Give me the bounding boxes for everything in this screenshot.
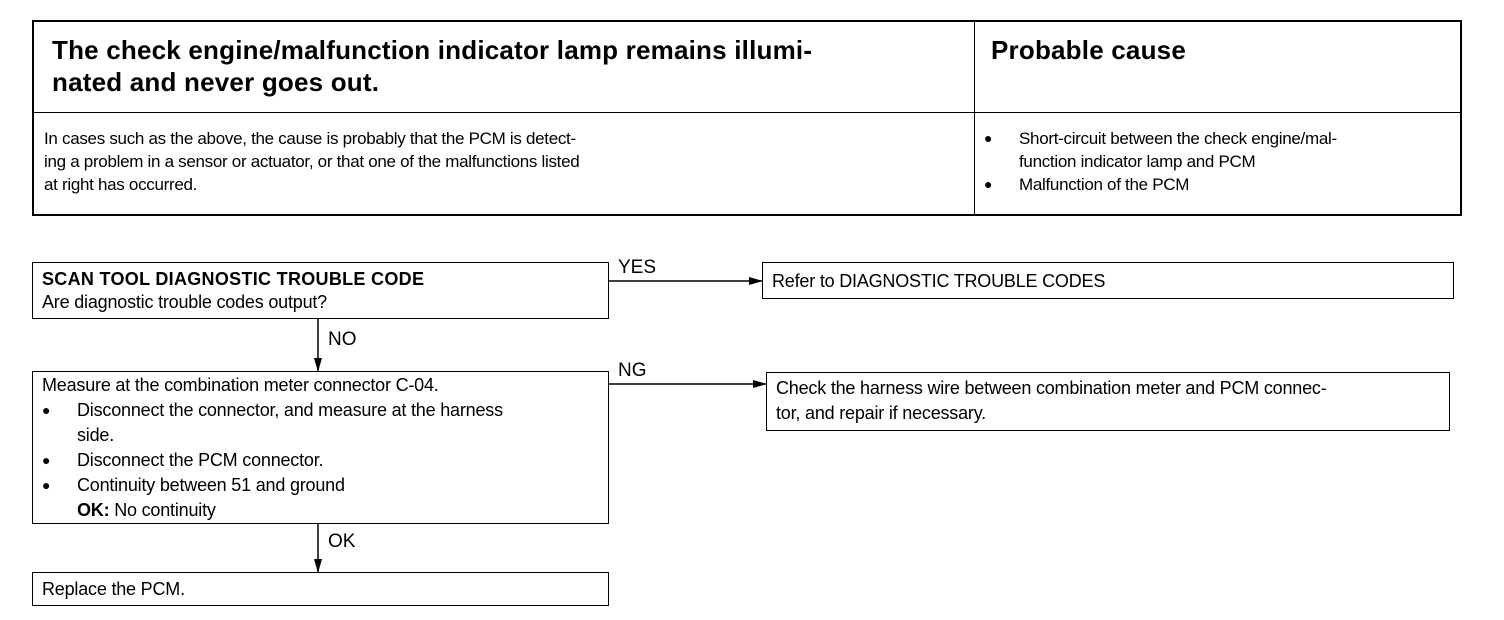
step3-box: Replace the PCM. <box>32 572 609 606</box>
ok-label: OK <box>328 531 356 552</box>
description-line: ing a problem in a sensor or actuator, o… <box>44 152 580 171</box>
bullet-icon: ● <box>984 130 993 146</box>
cause-item: ● Short-circuit between the check engine… <box>984 127 1454 173</box>
bullet-icon: ● <box>42 477 51 493</box>
table-row-divider <box>34 112 1460 113</box>
symptom-heading-line1: The check engine/malfunction indicator l… <box>52 35 813 65</box>
yes-result-text: Refer to DIAGNOSTIC TROUBLE CODES <box>772 271 1106 291</box>
yes-result-box: Refer to DIAGNOSTIC TROUBLE CODES <box>762 262 1454 299</box>
step2-bullet: ● Disconnect the connector, and measure … <box>42 398 602 448</box>
step2-bullet-line: Continuity between 51 and ground <box>77 475 345 495</box>
step1-question: Are diagnostic trouble codes output? <box>42 292 327 312</box>
description-line: at right has occurred. <box>44 175 198 194</box>
step2-box: Measure at the combination meter connect… <box>32 371 609 524</box>
step2-bullet-line: Disconnect the PCM connector. <box>77 450 324 470</box>
step2-bullet-line: Disconnect the connector, and measure at… <box>77 400 503 420</box>
yes-label: YES <box>618 257 657 278</box>
step2-title: Measure at the combination meter connect… <box>42 375 439 395</box>
no-label: NO <box>328 329 357 350</box>
symptom-heading: The check engine/malfunction indicator l… <box>52 34 962 98</box>
symptom-heading-line2: nated and never goes out. <box>52 67 380 97</box>
description-line: In cases such as the above, the cause is… <box>44 129 576 148</box>
bullet-icon: ● <box>42 452 51 468</box>
probable-cause-list: ● Short-circuit between the check engine… <box>984 127 1454 196</box>
ok-criterion: OK: No continuity <box>77 498 602 523</box>
table-column-divider <box>974 22 975 214</box>
step2-bullet: ● Disconnect the PCM connector. <box>42 448 602 473</box>
ng-result-line: tor, and repair if necessary. <box>776 403 986 423</box>
cause-line: Short-circuit between the check engine/m… <box>1019 129 1337 148</box>
symptom-description: In cases such as the above, the cause is… <box>44 127 964 196</box>
step2-bullet: ● Continuity between 51 and ground OK: N… <box>42 473 602 523</box>
probable-cause-heading: Probable cause <box>991 35 1186 65</box>
bullet-icon: ● <box>42 402 51 418</box>
cause-item: ● Malfunction of the PCM <box>984 173 1454 196</box>
step3-text: Replace the PCM. <box>42 579 185 599</box>
cause-line: function indicator lamp and PCM <box>1019 152 1256 171</box>
cause-line: Malfunction of the PCM <box>1019 175 1190 194</box>
ng-result-box: Check the harness wire between combinati… <box>766 372 1450 431</box>
ok-criterion-value: No continuity <box>114 500 216 520</box>
ng-label: NG <box>618 360 647 381</box>
step1-title: SCAN TOOL DIAGNOSTIC TROUBLE CODE <box>42 269 425 289</box>
step2-bullet-line: side. <box>77 425 115 445</box>
bullet-icon: ● <box>984 176 993 192</box>
symptom-table: The check engine/malfunction indicator l… <box>32 20 1462 216</box>
step1-box: SCAN TOOL DIAGNOSTIC TROUBLE CODE Are di… <box>32 262 609 319</box>
ok-criterion-label: OK: <box>77 500 110 520</box>
ng-result-line: Check the harness wire between combinati… <box>776 378 1327 398</box>
